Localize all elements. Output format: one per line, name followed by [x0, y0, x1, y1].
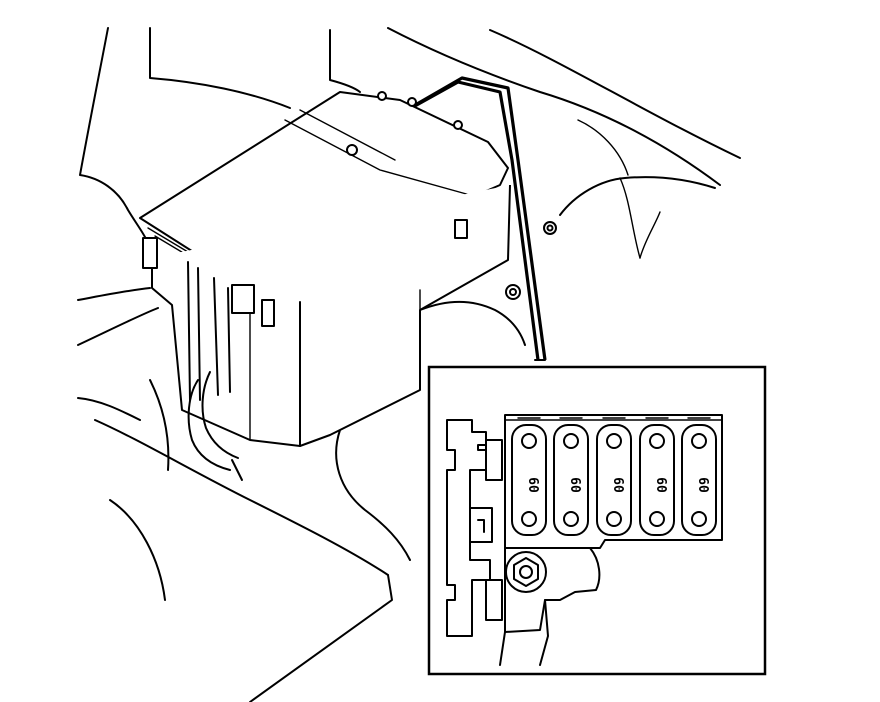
fuse-4: 60 [639, 424, 675, 536]
fuse-rating-label: 60 [567, 477, 582, 493]
fuse-5: 60 [681, 424, 717, 536]
fuse-rating-label: 60 [610, 477, 625, 493]
fuse-rating-label: 60 [525, 477, 540, 493]
wiring-harness [403, 76, 547, 361]
fuse-rating-label: 60 [695, 477, 710, 493]
fuse-1: 60 [511, 424, 547, 536]
engine-compartment-outline [77, 27, 741, 702]
underhood-fuse-box [139, 91, 557, 481]
fuse-rating-label: 60 [653, 477, 668, 493]
fuse-detail-inset: 60 60 60 60 60 [427, 365, 767, 676]
fuse-2: 60 [553, 424, 589, 536]
fuse-3: 60 [596, 424, 632, 536]
